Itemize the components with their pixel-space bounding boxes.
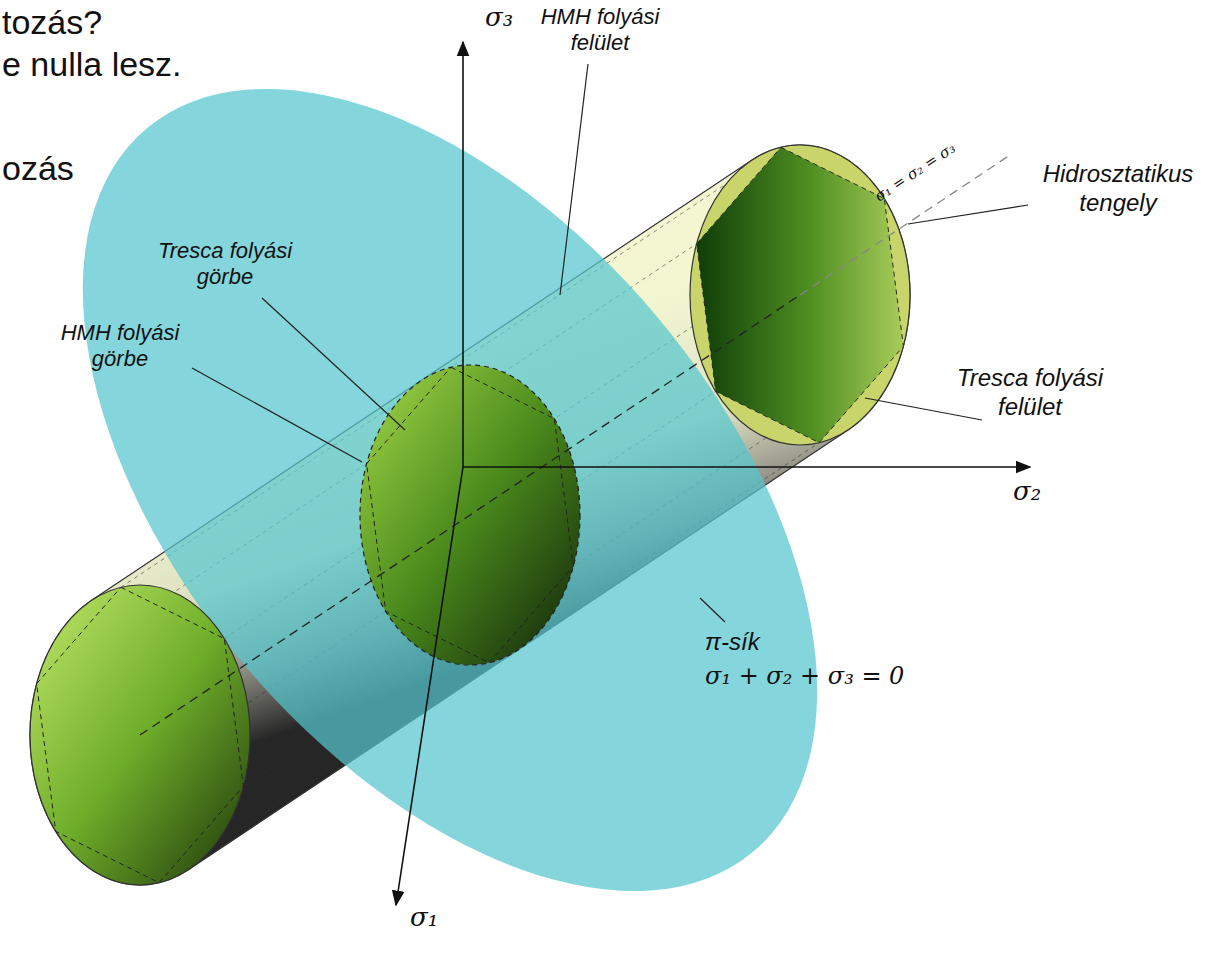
callout-label: HMH folyási görbe [35,320,205,373]
plane-label: π-sík [705,628,760,657]
plane-equation: σ₁ + σ₂ + σ₃ = 0 [705,662,904,691]
callout-label: HMH folyási felület [520,4,680,57]
axis-equation: σ₁ = σ₂ = σ₃ [871,139,958,206]
stress-axes [396,42,1030,905]
callout-label: Tresca folyási görbe [140,238,310,291]
axis-label: σ₂ [1013,476,1041,507]
axis-label: σ₁ [410,902,438,933]
callout-label: Hidrosztatikus tengely [1018,160,1218,218]
slide-text: e nulla lesz. [2,44,182,85]
callout-label: Tresca folyási felület [925,364,1135,422]
hydrostatic-axis [140,295,800,735]
axis-label: σ₃ [485,2,513,33]
pi-plane [0,0,960,955]
slide-text: tozás? [2,2,102,43]
slide-text: ozás [2,148,74,189]
leader-lines [192,64,1028,622]
